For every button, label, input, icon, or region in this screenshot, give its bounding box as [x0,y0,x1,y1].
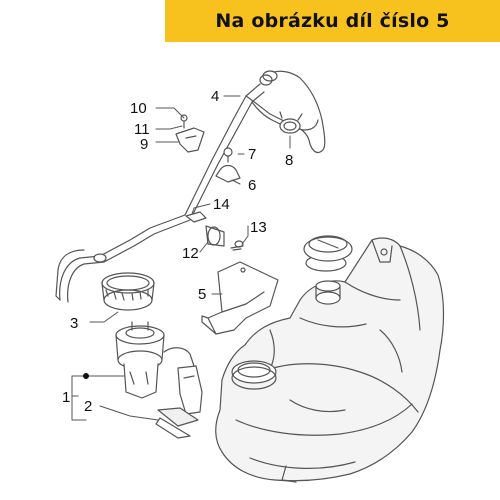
callout-5: 5 [198,286,206,303]
breather-hose [55,70,326,303]
callout-labels: 10 4 11 9 7 8 6 14 13 12 5 3 1 2 [62,88,293,415]
fuel-pump-assembly [115,321,203,439]
banner-text: Na obrázku díl číslo 5 [215,10,450,32]
title-banner: Na obrázku díl číslo 5 [165,0,500,42]
callout-dot [83,373,89,379]
bracket-and-screw [215,147,241,183]
callout-12: 12 [182,245,199,262]
callout-10: 10 [130,100,147,117]
callout-11: 11 [134,121,150,138]
callout-4: 4 [211,88,219,105]
fuel-tank [215,235,445,483]
leader-lines [71,95,291,421]
callout-8: 8 [285,152,293,169]
callout-13: 13 [250,219,267,236]
hose-clip [175,114,205,153]
callout-1: 1 [62,389,70,406]
callout-6: 6 [248,177,256,194]
callout-7: 7 [248,146,256,163]
callout-3: 3 [70,315,78,332]
tank-bracket-part-5 [201,261,279,335]
hose-clamp [279,111,303,134]
clip-and-bolt [185,211,244,251]
locking-ring [101,272,155,311]
callout-2: 2 [84,398,92,415]
callout-9: 9 [140,136,148,153]
callout-14: 14 [213,196,230,213]
